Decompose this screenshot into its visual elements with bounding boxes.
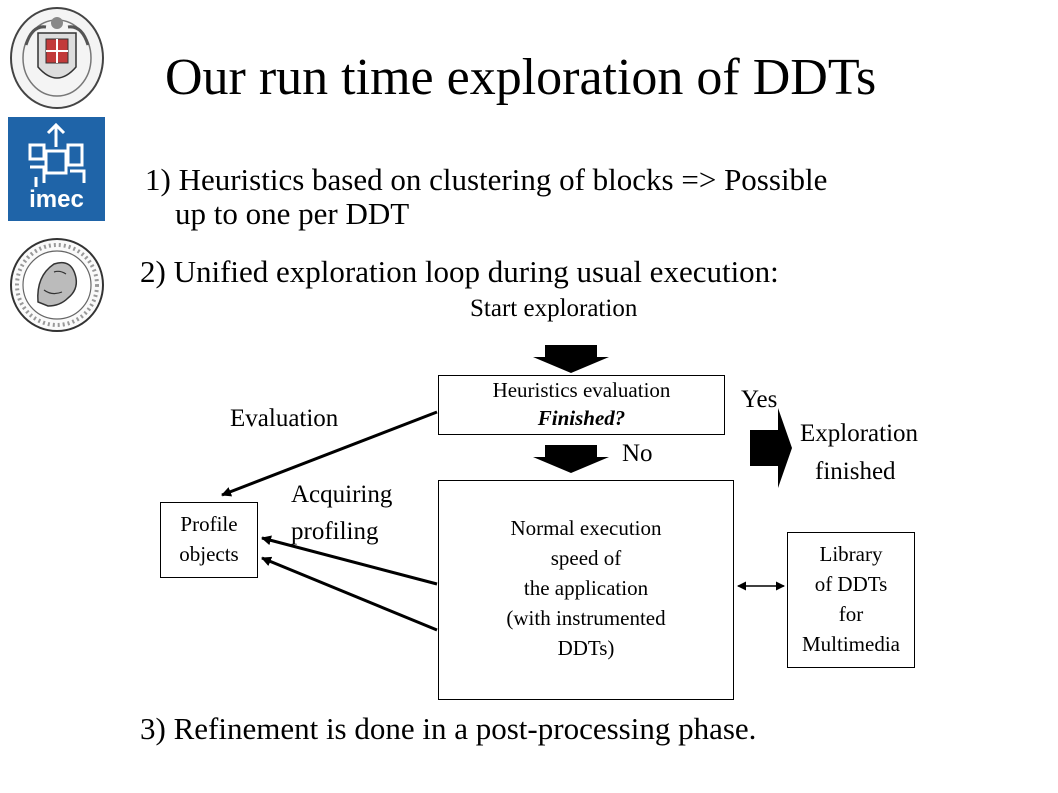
bullet-1-line-2: up to one per DDT — [175, 196, 410, 231]
no-down-arrow — [533, 445, 609, 473]
no-label: No — [622, 440, 653, 467]
library-box-line-1: Library — [819, 542, 883, 566]
profile-box-line-2: objects — [179, 542, 239, 566]
profile-objects-box: Profile objects — [160, 502, 258, 578]
profile-box-line-1: Profile — [180, 512, 238, 536]
library-box: Library of DDTs for Multimedia — [787, 532, 915, 668]
normal-box-line-3: the application — [523, 576, 649, 600]
evaluation-arrow — [221, 410, 438, 497]
heuristics-box-line-1: Heuristics evaluation — [492, 378, 671, 402]
bullet-1-line-1: 1) Heuristics based on clustering of blo… — [145, 162, 828, 197]
acquiring-label-line-2: profiling — [291, 518, 379, 545]
exploration-finished-line-1: Exploration — [800, 420, 919, 447]
exploration-finished-line-2: finished — [815, 458, 896, 485]
imec-logo: imec — [8, 117, 105, 221]
start-exploration-label: Start exploration — [470, 295, 638, 322]
acquiring-label-line-1: Acquiring — [291, 481, 393, 508]
normal-box-line-2: speed of — [550, 546, 622, 570]
yes-label: Yes — [741, 386, 778, 413]
evaluation-label: Evaluation — [230, 405, 339, 432]
normal-box-line-4: (with instrumented — [506, 606, 666, 630]
library-box-line-2: of DDTs — [814, 572, 888, 596]
library-box-line-3: for — [838, 602, 864, 626]
library-box-line-4: Multimedia — [802, 632, 900, 656]
imec-logo-text: imec — [29, 186, 84, 213]
heuristics-evaluation-box: Heuristics evaluation Finished? — [438, 375, 725, 435]
university-crest-logo — [8, 5, 106, 111]
bullet-2: 2) Unified exploration loop during usual… — [140, 254, 779, 289]
acquiring-arrow-2 — [261, 556, 438, 632]
slide-title: Our run time exploration of DDTs — [165, 49, 877, 106]
start-down-arrow — [533, 345, 609, 373]
acquiring-arrow-1 — [261, 535, 438, 586]
normal-execution-box: Normal execution speed of the applicatio… — [438, 480, 734, 700]
normal-box-line-5: DDTs) — [557, 636, 615, 660]
yes-right-arrow — [750, 408, 792, 488]
normal-box-line-1: Normal execution — [510, 516, 662, 540]
bullet-3: 3) Refinement is done in a post-processi… — [140, 711, 757, 746]
heuristics-box-line-2: Finished? — [537, 406, 626, 430]
greek-university-seal-logo — [8, 232, 106, 338]
